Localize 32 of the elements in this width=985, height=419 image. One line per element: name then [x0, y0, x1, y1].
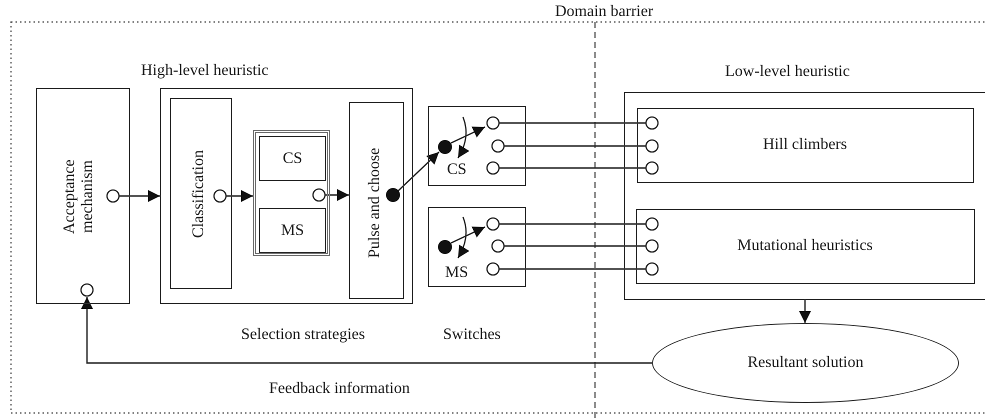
caption-text: Selection strategies: [241, 326, 365, 344]
process-box: [636, 108, 974, 182]
switch-box: [428, 106, 526, 186]
arrow: [398, 152, 440, 192]
caption-text: Feedback information: [269, 380, 410, 398]
process-box: [36, 88, 130, 304]
node-label: CS: [447, 161, 467, 179]
node-label: Pulse and choose: [366, 146, 384, 260]
process-box: [259, 208, 326, 253]
arrow: [799, 300, 811, 323]
arrow: [119, 190, 160, 202]
process-box: [259, 136, 326, 181]
group-heading: High-level heuristic: [141, 62, 269, 80]
node-label: Classification: [190, 148, 208, 240]
node-label: Hill climbers: [762, 136, 848, 154]
caption-text: Switches: [443, 326, 501, 344]
switch-box: [428, 207, 526, 287]
arrow: [325, 189, 349, 201]
node-label: Acceptance mechanism: [61, 158, 97, 236]
group-heading: Low-level heuristic: [725, 63, 850, 81]
node-label: MS: [280, 222, 306, 240]
node-label: CS: [282, 150, 304, 168]
node-label: MS: [445, 264, 468, 282]
process-box: [170, 98, 232, 288]
node-label: Mutational heuristics: [736, 237, 874, 255]
barrier-label: Domain barrier: [555, 3, 654, 21]
arrow: [81, 297, 652, 364]
empty-box: [252, 130, 330, 256]
node-label: Resultant solution: [746, 354, 864, 372]
process-box: [636, 208, 974, 284]
process-box: [348, 102, 404, 298]
arrow: [226, 190, 253, 202]
